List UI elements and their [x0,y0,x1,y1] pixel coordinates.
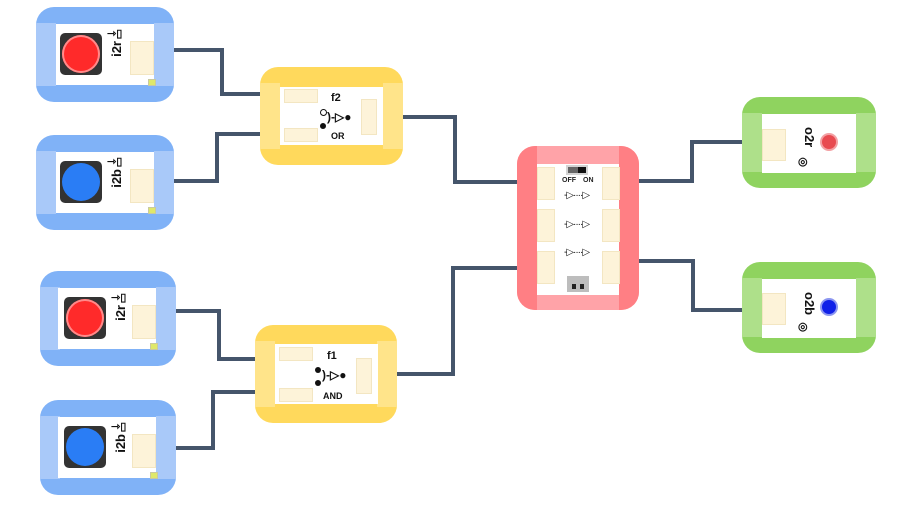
wire-i2b-top-to-f2 [144,132,289,183]
input-module-i2r-bottom[interactable]: ⇾▯ i2r [40,271,176,366]
status-led [148,79,156,86]
push-button-red[interactable] [64,297,106,339]
input-port-b[interactable] [279,388,313,402]
input-module-i2b-bottom[interactable]: ⇾▯ i2b [40,400,176,495]
gate-module-f2[interactable]: f2 )-▷● OR [260,67,403,165]
hub-input-port-2[interactable] [537,209,555,242]
input-a-dot [315,367,321,373]
gate-type: AND [323,391,343,401]
output-module-o2r[interactable]: o2r ◎ [742,97,876,188]
hub-output-port-1[interactable] [602,167,620,200]
bulb-icon: ◎ [798,321,808,333]
output-port[interactable] [356,358,372,394]
route-2: -▷····▷ [564,219,590,230]
route-3: -▷····▷ [564,247,590,258]
gate-name: f2 [331,92,341,104]
module-label: i2b [109,169,124,188]
hub-input-port-1[interactable] [537,167,555,200]
route-1: -▷····▷ [564,190,590,201]
hub-module[interactable]: OFF ON -▷····▷ -▷····▷ -▷····▷ [517,146,639,310]
gate-type: OR [331,131,345,141]
push-button-blue[interactable] [64,426,106,468]
input-arrow-icon: ⇾▯ [111,292,127,304]
input-module-i2b-top[interactable]: ⇾▯ i2b [36,135,174,230]
status-led [148,207,156,214]
module-label: i2r [113,305,128,321]
input-port-a[interactable] [279,347,313,361]
input-b-dot [315,380,321,386]
led-blue [822,300,836,314]
module-label: i2r [109,41,124,57]
or-gate-icon: )-▷● [327,110,352,124]
usb-port[interactable] [567,276,589,292]
output-port[interactable] [361,99,377,135]
push-button-blue[interactable] [60,161,102,203]
led-red [822,135,836,149]
hub-output-port-3[interactable] [602,251,620,284]
input-module-i2r-top[interactable]: ⇾▯ i2r [36,7,174,102]
wire-f2-to-hub [367,115,542,184]
input-a-dot [320,109,327,116]
wire-hub-to-o2r [613,140,770,183]
input-arrow-icon: ⇾▯ [107,28,123,40]
wire-i2b-bot-to-f1 [141,390,287,450]
module-label: o2r [802,127,817,148]
input-port-a[interactable] [284,89,318,103]
wire-f1-to-hub [367,266,539,376]
connector-port[interactable] [130,169,154,203]
status-led [150,472,158,479]
connector-port[interactable] [132,434,156,468]
gate-module-f1[interactable]: f1 )-▷● AND [255,325,397,423]
module-label: i2b [113,434,128,453]
input-arrow-icon: ⇾▯ [107,156,123,168]
push-button-red[interactable] [60,33,102,75]
input-port-b[interactable] [284,128,318,142]
power-switch[interactable] [566,165,588,175]
input-port[interactable] [762,129,786,161]
switch-off-label: OFF [562,177,576,184]
switch-on-label: ON [583,177,594,184]
gate-name: f1 [327,350,337,362]
connector-port[interactable] [130,41,154,75]
output-module-o2b[interactable]: o2b ◎ [742,262,876,353]
wire-hub-to-o2b [615,259,770,312]
module-label: o2b [802,292,817,316]
connector-port[interactable] [132,305,156,339]
wire-i2r-bot-to-f1 [152,309,287,361]
and-gate-icon: )-▷● [322,368,347,382]
hub-output-port-2[interactable] [602,209,620,242]
input-b-dot [320,123,326,129]
bulb-icon: ◎ [798,156,808,168]
input-arrow-icon: ⇾▯ [111,421,127,433]
status-led [150,343,158,350]
hub-input-port-3[interactable] [537,251,555,284]
input-port[interactable] [762,293,786,325]
